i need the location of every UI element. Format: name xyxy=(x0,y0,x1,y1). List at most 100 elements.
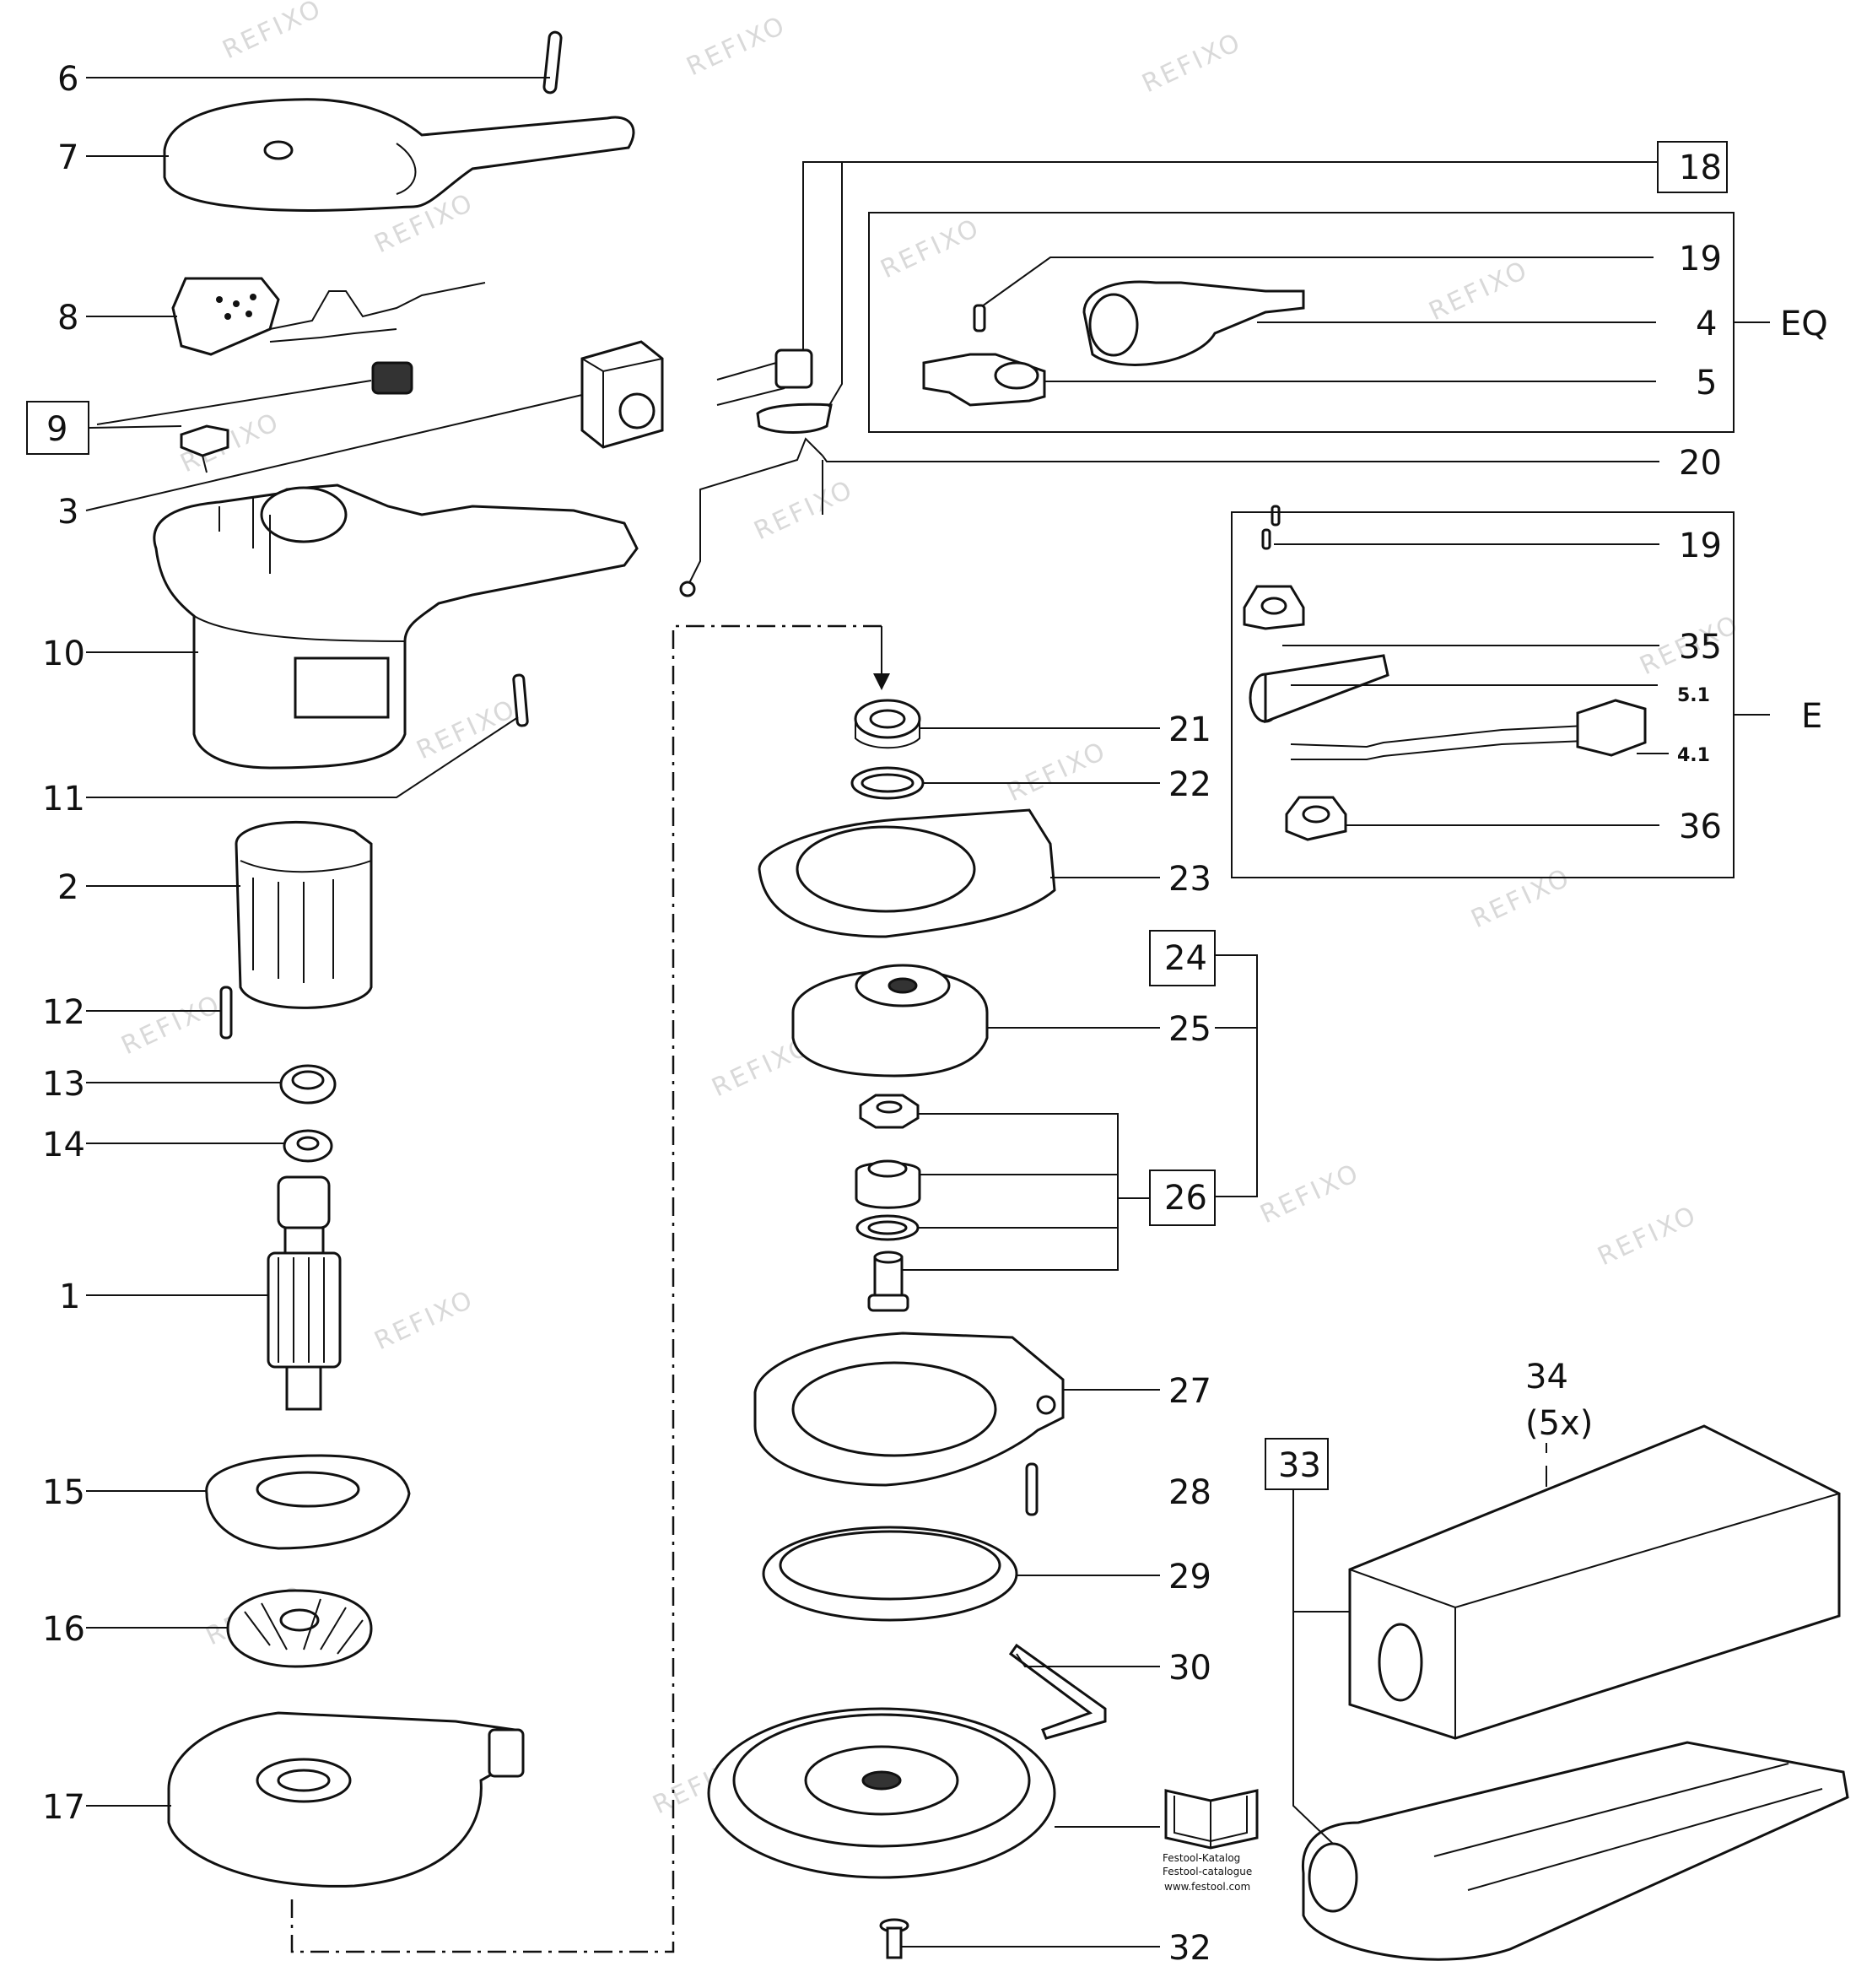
part-3-switch-block xyxy=(580,340,664,449)
part-35-connector xyxy=(1243,585,1305,630)
watermark: REFIXO xyxy=(1256,1158,1365,1229)
part-18-cable-clamp xyxy=(716,348,833,434)
part-23-shroud xyxy=(758,808,1056,938)
part-5-plug-socket xyxy=(922,353,1046,407)
book-icon xyxy=(1164,1789,1259,1850)
label-4: 4 xyxy=(1696,305,1717,343)
part-32-screw xyxy=(879,1918,909,1959)
label-eq: EQ xyxy=(1780,305,1828,343)
label-21: 21 xyxy=(1168,710,1211,749)
watermark: REFIXO xyxy=(117,989,226,1061)
label-5-1: 5.1 xyxy=(1677,685,1710,706)
part-13-ring xyxy=(279,1064,337,1105)
part-26-bolt xyxy=(867,1251,909,1312)
label-35: 35 xyxy=(1679,628,1722,667)
label-13: 13 xyxy=(42,1065,85,1104)
label-9: 9 xyxy=(46,410,67,449)
part-26-bearing xyxy=(855,1159,921,1209)
part-14-bearing xyxy=(283,1129,333,1163)
assembly-line xyxy=(290,624,890,1953)
part-19-screws-e xyxy=(1261,505,1281,550)
part-27-housing xyxy=(753,1332,1065,1487)
watermark: REFIXO xyxy=(683,10,791,82)
part-19-screw-eq xyxy=(973,304,986,332)
label-23: 23 xyxy=(1168,860,1211,899)
label-3: 3 xyxy=(57,493,78,532)
part-31-sanding-pad xyxy=(707,1707,1056,1879)
label-24: 24 xyxy=(1164,939,1207,978)
watermark: REFIXO xyxy=(750,474,859,546)
part-29-brake-ring xyxy=(762,1526,1018,1622)
part-36-socket xyxy=(1285,796,1347,841)
watermark: REFIXO xyxy=(1467,862,1576,934)
label-27: 27 xyxy=(1168,1372,1211,1411)
watermark: REFIXO xyxy=(1425,255,1534,327)
label-34: 34 xyxy=(1525,1358,1568,1396)
part-e-cable-sleeve xyxy=(1249,654,1389,724)
label-33: 33 xyxy=(1278,1446,1321,1485)
label-36: 36 xyxy=(1679,808,1722,846)
part-21-bearing xyxy=(854,699,921,749)
label-22: 22 xyxy=(1168,765,1211,804)
label-box-33 xyxy=(1265,1438,1329,1490)
label-box-24 xyxy=(1149,930,1216,986)
part-10-motor-housing xyxy=(153,483,639,770)
label-18: 18 xyxy=(1679,149,1722,187)
label-32: 32 xyxy=(1168,1929,1211,1968)
part-41-51-mains-cable xyxy=(1290,699,1647,760)
label-box-18 xyxy=(1657,141,1728,193)
label-17: 17 xyxy=(42,1788,85,1827)
part-26-washer xyxy=(855,1214,920,1241)
label-29: 29 xyxy=(1168,1558,1211,1596)
leader-lines xyxy=(85,77,1669,1947)
catalog-line2: Festool-catalogue xyxy=(1163,1866,1252,1877)
part-22-ring xyxy=(850,766,925,800)
label-8: 8 xyxy=(57,299,78,338)
watermark: REFIXO xyxy=(1003,736,1112,808)
label-30: 30 xyxy=(1168,1649,1211,1688)
label-28: 28 xyxy=(1168,1473,1211,1512)
part-30-hex-key xyxy=(1008,1643,1107,1740)
label-14: 14 xyxy=(42,1126,85,1164)
label-e: E xyxy=(1801,697,1822,736)
label-4-1: 4.1 xyxy=(1677,745,1710,766)
part-12-screw xyxy=(219,986,233,1040)
label-6: 6 xyxy=(57,60,78,99)
e-kit-box xyxy=(1231,511,1735,878)
watermark: REFIXO xyxy=(1594,1200,1702,1272)
part-labels: 6 7 8 9 3 10 11 2 12 13 14 1 15 16 17 18… xyxy=(42,60,1828,1968)
part-17-base-housing xyxy=(167,1711,525,1888)
catalog-line1: Festool-Katalog xyxy=(1163,1852,1240,1864)
part-11-screw xyxy=(512,673,529,727)
part-9-clips xyxy=(180,361,413,473)
part-33-dust-bag-adapter xyxy=(1301,1741,1849,1961)
part-28-screw xyxy=(1025,1462,1039,1516)
label-12: 12 xyxy=(42,993,85,1032)
label-16: 16 xyxy=(42,1610,85,1649)
watermark: REFIXO xyxy=(370,1284,479,1356)
label-25: 25 xyxy=(1168,1010,1211,1049)
label-1: 1 xyxy=(59,1278,80,1316)
part-4-plug-sleeve xyxy=(1082,280,1305,366)
label-20: 20 xyxy=(1679,444,1722,483)
part-6-lever xyxy=(542,30,563,95)
part-25-eccentric xyxy=(791,964,989,1078)
part-8-electronics xyxy=(171,277,486,356)
label-34-quantity: (5x) xyxy=(1525,1404,1593,1443)
label-2: 2 xyxy=(57,868,78,907)
label-19b: 19 xyxy=(1679,527,1722,565)
watermark: REFIXO xyxy=(877,213,985,284)
label-7: 7 xyxy=(57,138,78,177)
part-7-top-cover xyxy=(163,98,635,212)
watermark: REFIXO xyxy=(1138,27,1247,99)
label-19a: 19 xyxy=(1679,240,1722,278)
label-15: 15 xyxy=(42,1473,85,1512)
part-15-baffle xyxy=(205,1454,411,1550)
part-26-nut xyxy=(859,1094,920,1129)
label-10: 10 xyxy=(42,635,85,673)
part-2-stator xyxy=(235,820,373,1009)
watermark: REFIXO xyxy=(413,694,521,765)
label-11: 11 xyxy=(42,780,85,818)
part-16-fan xyxy=(226,1589,373,1668)
